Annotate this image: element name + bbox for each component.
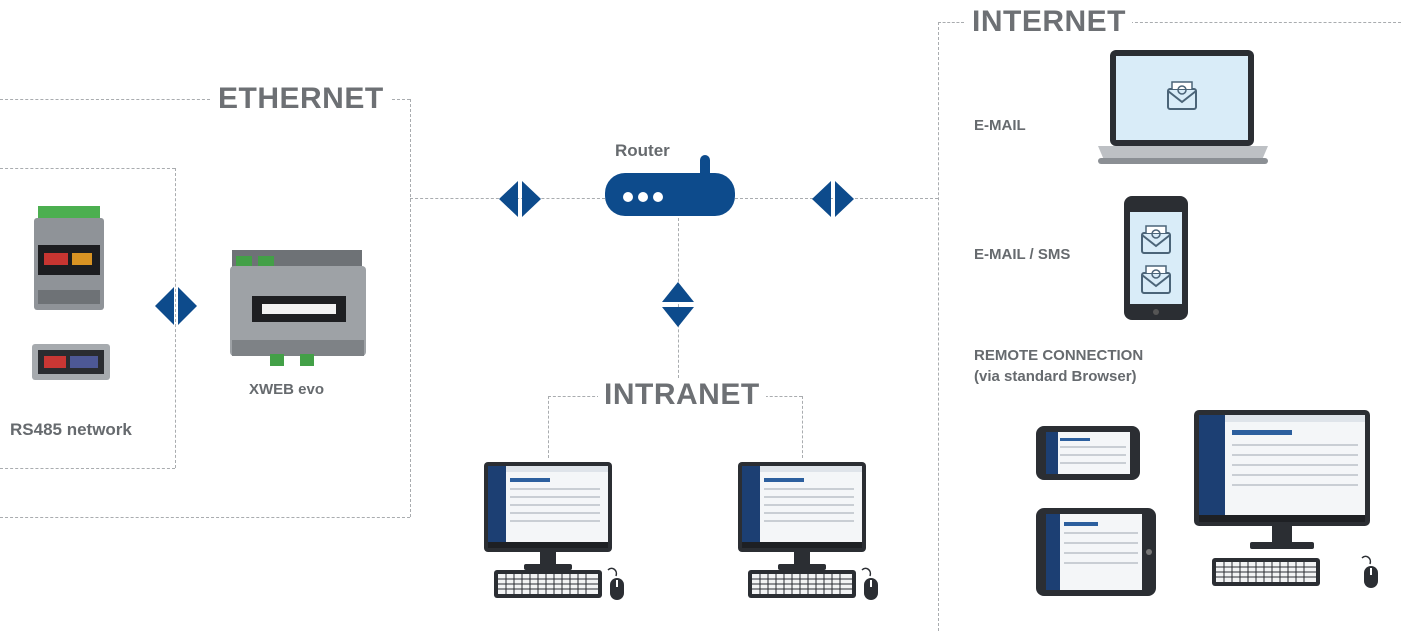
laptop-icon xyxy=(1098,50,1268,164)
intranet-workstation-right-icon xyxy=(738,462,879,601)
arrow-rs485-xweb-icon xyxy=(155,287,197,325)
panel-controller-icon xyxy=(32,344,110,380)
ethernet-bottom-line xyxy=(0,517,410,518)
intranet-drop-right xyxy=(802,396,803,458)
remote-tablet-icon xyxy=(1036,508,1156,596)
email-label: E-MAIL xyxy=(974,117,1026,134)
xweb-evo-device-icon xyxy=(230,250,366,366)
smartphone-icon xyxy=(1124,196,1188,320)
ethernet-right-line xyxy=(410,99,411,517)
intranet-workstation-left-icon xyxy=(484,462,625,601)
rs485-bottom-line xyxy=(0,468,175,469)
ethernet-title: ETHERNET xyxy=(212,82,390,116)
remote-phone-icon xyxy=(1036,426,1140,480)
rs485-right-line xyxy=(175,168,176,468)
remote-connection-label: REMOTE CONNECTION xyxy=(974,347,1144,364)
arrow-ethernet-router-icon xyxy=(499,181,541,217)
xweb-label: XWEB evo xyxy=(249,381,325,398)
remote-browser-label: (via standard Browser) xyxy=(974,368,1137,385)
router-icon xyxy=(605,155,735,216)
ethernet-top-line xyxy=(0,99,210,100)
rs485-label: RS485 network xyxy=(10,420,132,439)
internet-left-line xyxy=(938,22,939,631)
intranet-line-right xyxy=(760,396,802,397)
arrow-router-internet-icon xyxy=(812,181,854,217)
internet-top-line-left xyxy=(938,22,964,23)
ethernet-top-line-right xyxy=(382,99,410,100)
rs485-top-line xyxy=(0,168,175,169)
intranet-line-left xyxy=(548,396,600,397)
internet-title: INTERNET xyxy=(966,5,1132,39)
router-label: Router xyxy=(615,141,670,160)
intranet-drop-left xyxy=(548,396,549,458)
internet-top-line-right xyxy=(1130,22,1401,23)
din-controller-icon xyxy=(34,206,104,310)
email-sms-label: E-MAIL / SMS xyxy=(974,246,1071,263)
arrow-router-intranet-icon xyxy=(662,282,694,327)
intranet-title: INTRANET xyxy=(598,378,766,412)
remote-desktop-icon xyxy=(1194,410,1379,589)
